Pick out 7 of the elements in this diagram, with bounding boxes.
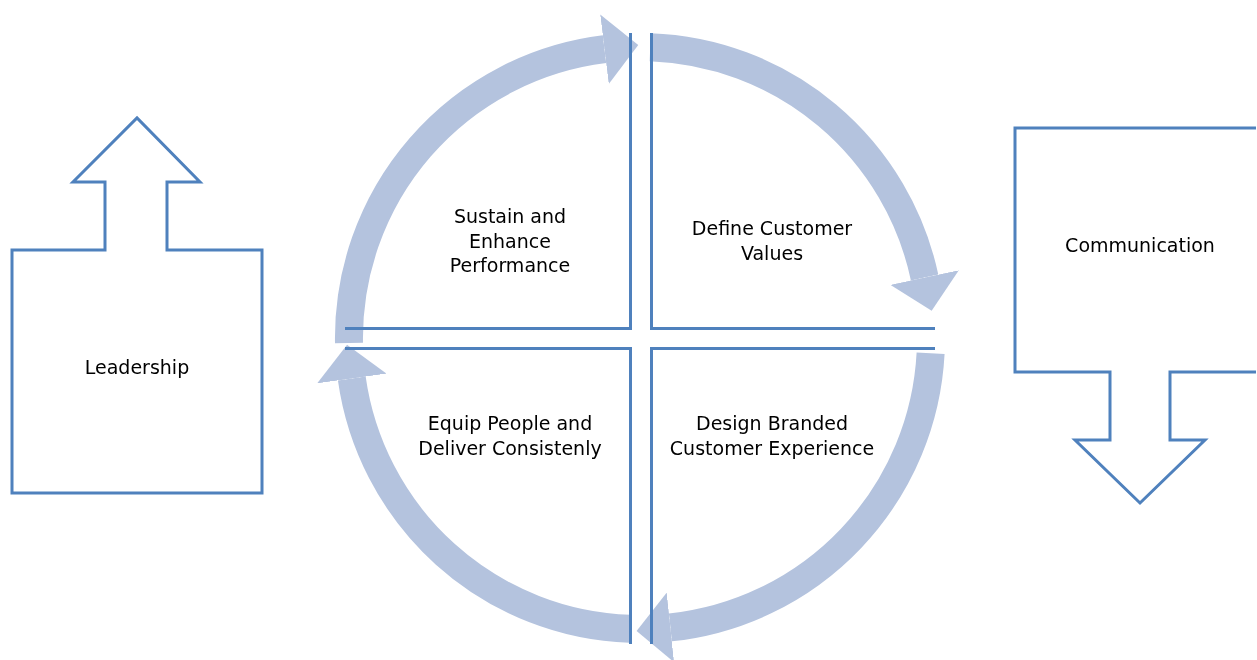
node-label: Leadership	[83, 354, 191, 380]
node-label: Sustain and Enhance Performance	[448, 203, 572, 279]
node-label: Define Customer Values	[690, 216, 854, 266]
node-label: Equip People and Deliver Consistenly	[417, 411, 603, 461]
up-arrow-callout	[12, 117, 264, 495]
node-label: Design Branded Customer Experience	[668, 411, 876, 461]
node-label: Communication	[1064, 232, 1216, 258]
